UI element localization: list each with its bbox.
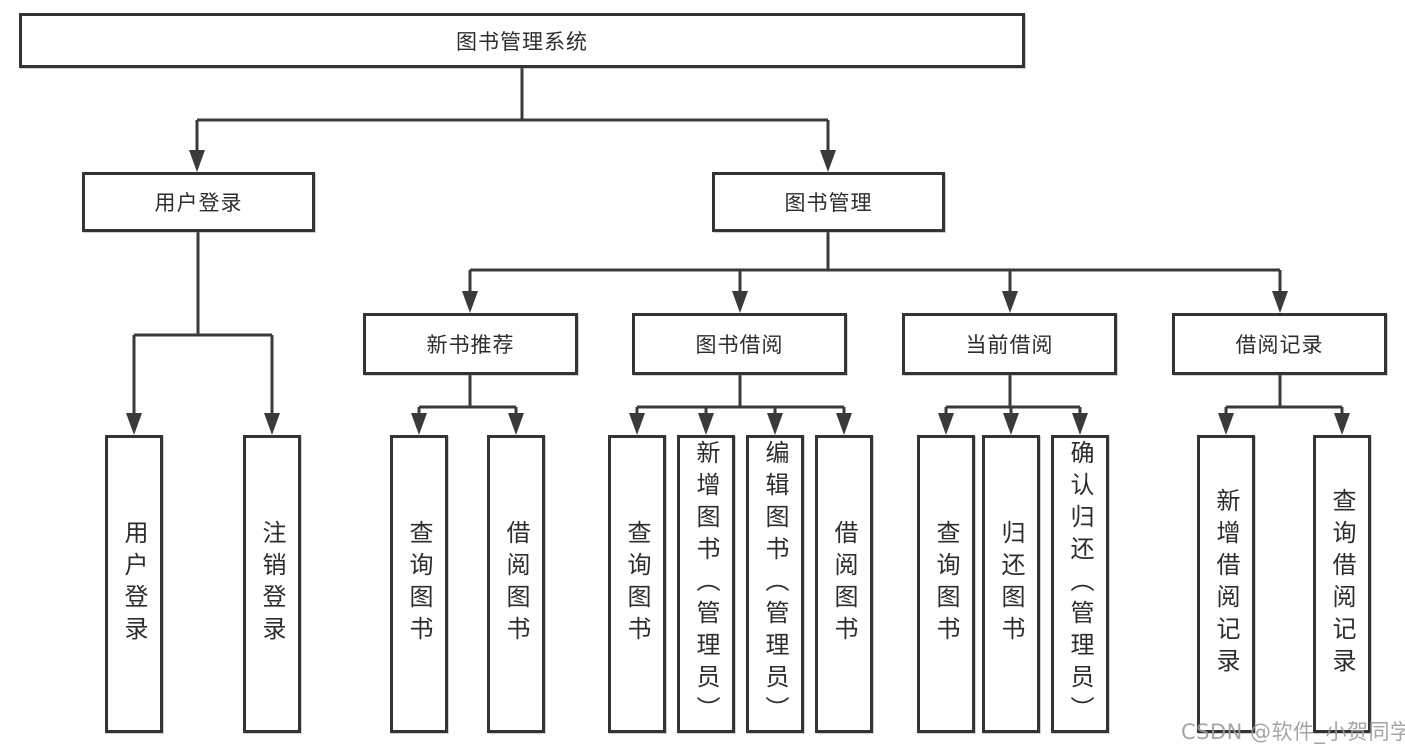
leaf-user-login: 用户登录	[105, 435, 163, 733]
leaf-query-book-borrow-label: 查询图书	[623, 520, 651, 648]
branch-new-book-recommend-label: 新书推荐	[426, 333, 515, 357]
leaf-add-borrow-record: 新增借阅记录	[1197, 435, 1255, 733]
leaf-add-borrow-record-label: 新增借阅记录	[1212, 488, 1240, 680]
leaf-query-book-current-label: 查询图书	[932, 520, 960, 648]
arrowhead-icon	[1272, 291, 1288, 313]
leaf-edit-book-admin: 编辑图书（管理员）	[746, 435, 804, 733]
root-system-label: 图书管理系统	[456, 29, 588, 54]
arrowhead-icon	[462, 291, 478, 313]
leaf-borrow-book: 借阅图书	[815, 435, 873, 733]
leaf-confirm-return-admin: 确认归还（管理员）	[1051, 435, 1109, 733]
leaf-logout: 注销登录	[243, 435, 301, 733]
leaf-query-book-borrow: 查询图书	[608, 435, 666, 733]
arrowhead-icon	[938, 413, 954, 435]
arrowhead-icon	[836, 413, 852, 435]
connector-path	[132, 68, 1344, 431]
leaf-borrow-book-recommend-label: 借阅图书	[502, 520, 530, 648]
branch-borrow-records: 借阅记录	[1172, 313, 1387, 375]
arrowhead-icon	[629, 413, 645, 435]
branch-current-borrow: 当前借阅	[902, 313, 1117, 375]
branch-new-book-recommend: 新书推荐	[363, 313, 578, 375]
leaf-confirm-return-admin-label: 确认归还（管理员）	[1066, 440, 1094, 728]
leaf-borrow-book-recommend: 借阅图书	[487, 435, 545, 733]
branch-borrow-records-label: 借阅记录	[1235, 333, 1324, 357]
leaf-add-book-admin: 新增图书（管理员）	[677, 435, 735, 733]
leaf-return-book: 归还图书	[982, 435, 1040, 733]
leaf-return-book-label: 归还图书	[997, 520, 1025, 648]
leaf-query-book-recommend: 查询图书	[390, 435, 448, 733]
arrowhead-icon	[732, 291, 748, 313]
arrowhead-icon	[767, 413, 783, 435]
watermark: CSDN @软件_小贺同学	[1181, 720, 1405, 744]
branch-user-login: 用户登录	[82, 172, 315, 232]
leaf-borrow-book-label: 借阅图书	[830, 520, 858, 648]
leaf-query-book-recommend-label: 查询图书	[405, 520, 433, 648]
leaf-query-borrow-record-label: 查询借阅记录	[1328, 488, 1356, 680]
arrowhead-icon	[508, 413, 524, 435]
branch-book-management: 图书管理	[712, 172, 945, 232]
branch-book-borrow-label: 图书借阅	[695, 333, 784, 357]
leaf-user-login-label: 用户登录	[120, 520, 148, 648]
arrowhead-icon	[1218, 413, 1234, 435]
arrowhead-icon	[1003, 413, 1019, 435]
arrowhead-icon	[189, 150, 205, 172]
branch-user-login-label: 用户登录	[154, 191, 243, 215]
leaf-add-book-admin-label: 新增图书（管理员）	[692, 440, 720, 728]
arrowhead-icon	[411, 413, 427, 435]
arrowhead-icon	[126, 413, 142, 435]
leaf-query-book-current: 查询图书	[917, 435, 975, 733]
arrowhead-icon	[1072, 413, 1088, 435]
leaf-logout-label: 注销登录	[258, 520, 286, 648]
arrowhead-icon	[264, 413, 280, 435]
arrowhead-icon	[1334, 413, 1350, 435]
arrowhead-icon	[820, 150, 836, 172]
branch-current-borrow-label: 当前借阅	[965, 333, 1054, 357]
arrowhead-icon	[1002, 291, 1018, 313]
root-system: 图书管理系统	[19, 13, 1025, 68]
leaf-query-borrow-record: 查询借阅记录	[1313, 435, 1371, 733]
arrowhead-icon	[698, 413, 714, 435]
leaf-edit-book-admin-label: 编辑图书（管理员）	[761, 440, 789, 728]
branch-book-borrow: 图书借阅	[632, 313, 847, 375]
branch-book-management-label: 图书管理	[784, 191, 873, 215]
